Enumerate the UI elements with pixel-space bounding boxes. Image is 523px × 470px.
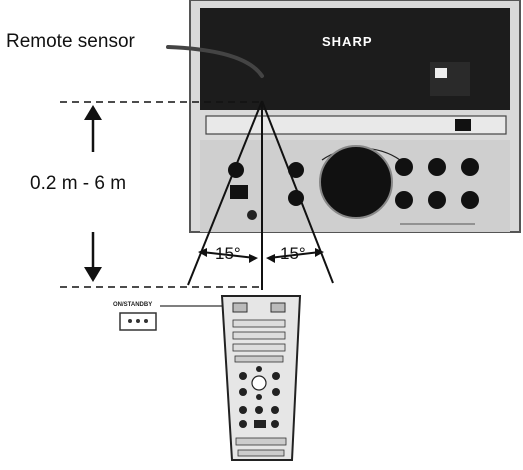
- brand-logo-text: SHARP: [322, 34, 373, 49]
- arrow-up-icon: [84, 105, 102, 120]
- stereo-unit: [189, 0, 521, 233]
- volume-knob-icon: [319, 145, 393, 219]
- distance-range-label: 0.2 m - 6 m: [30, 173, 127, 194]
- arrow-down-icon: [84, 267, 102, 282]
- angle-right-label: 15°: [280, 244, 306, 263]
- remote-control: [220, 295, 302, 461]
- remote-sensor-pointer: [166, 45, 264, 78]
- angle-left-label: 15°: [215, 244, 241, 263]
- standby-button-label: ON/STANDBY: [113, 302, 153, 308]
- remote-sensor-label: Remote sensor: [6, 31, 135, 52]
